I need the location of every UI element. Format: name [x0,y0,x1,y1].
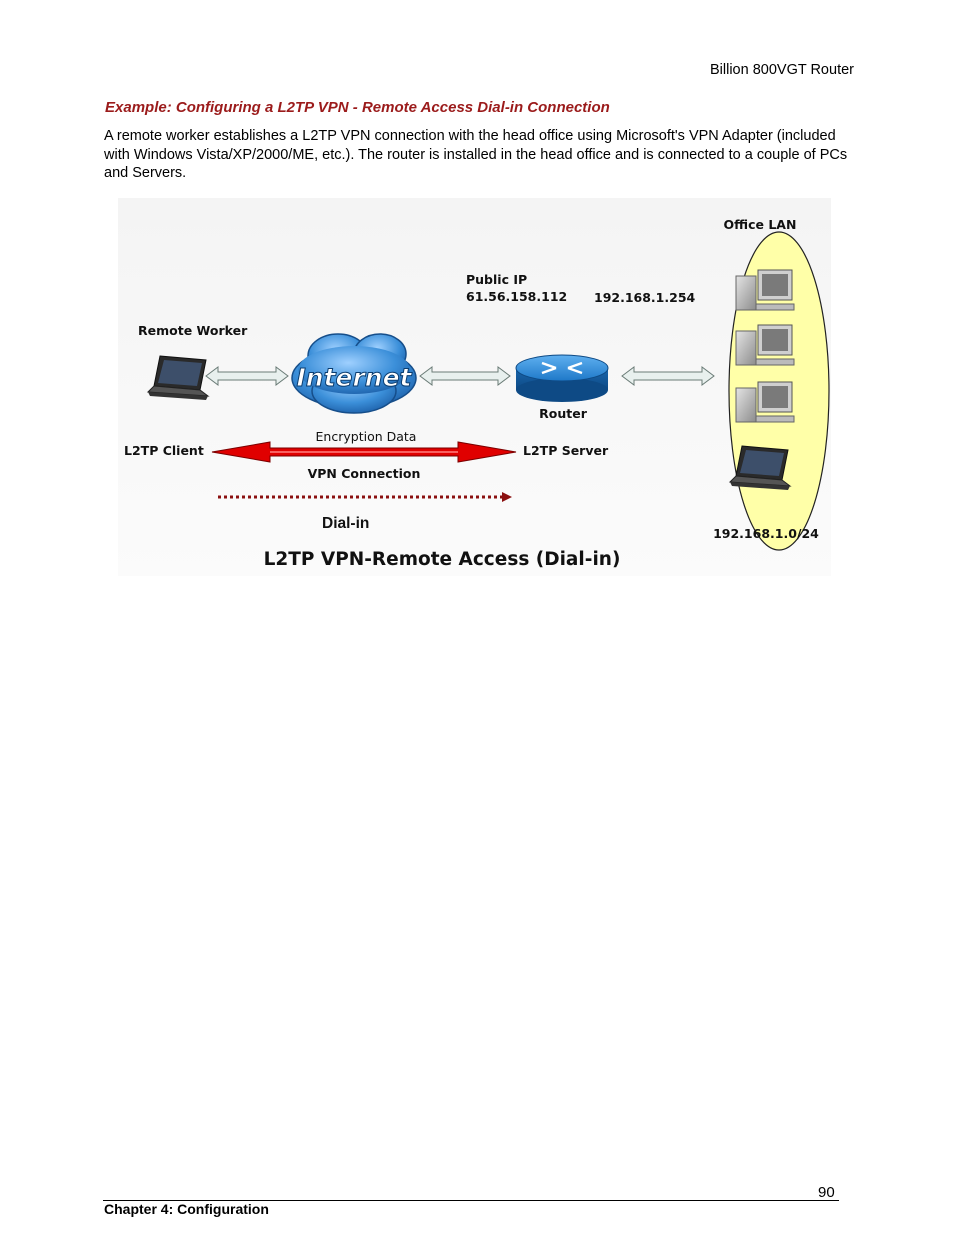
laptop-icon [728,445,792,490]
l2tp-client-label: L2TP Client [124,443,204,458]
dial-in-label: Dial-in [322,515,369,532]
desktop-pc-icon [735,381,795,423]
office-lan-label: Office LAN [724,217,797,232]
diagram-background [118,198,831,576]
link-arrow-router-lan [621,366,715,386]
public-ip-label: Public IP [466,272,527,287]
desktop-pc-icon [735,324,795,366]
intro-paragraph: A remote worker establishes a L2TP VPN c… [104,128,848,181]
router-icon [515,354,609,402]
lan-gateway-ip: 192.168.1.254 [594,290,696,305]
section-heading: Example: Configuring a L2TP VPN - Remote… [105,99,610,116]
diagram-title: L2TP VPN-Remote Access (Dial-in) [264,549,621,570]
remote-worker-label: Remote Worker [138,323,248,338]
link-arrow-worker-internet [205,366,289,386]
header-product-title: Billion 800VGT Router [709,62,854,78]
router-label: Router [539,406,588,421]
public-ip-value: 61.56.158.112 [466,289,567,304]
footer-divider [103,1200,839,1201]
encrypted-tunnel-arrow [211,441,517,463]
desktop-pc-icon [735,269,795,311]
dial-in-arrow [218,492,512,502]
link-arrow-internet-router [419,366,511,386]
laptop-icon [146,355,210,400]
footer-chapter: Chapter 4: Configuration [104,1201,269,1217]
internet-label: Internet [296,363,412,392]
encryption-data-label: Encryption Data [316,429,417,444]
page-number: 90 [818,1184,835,1201]
l2tp-network-diagram: Office LAN Public IP 61.56.158.112 192.1… [118,198,831,576]
internet-cloud-icon: Internet [291,333,417,414]
vpn-connection-label: VPN Connection [308,466,421,481]
lan-subnet-label: 192.168.1.0/24 [713,526,819,541]
l2tp-server-label: L2TP Server [523,443,609,458]
